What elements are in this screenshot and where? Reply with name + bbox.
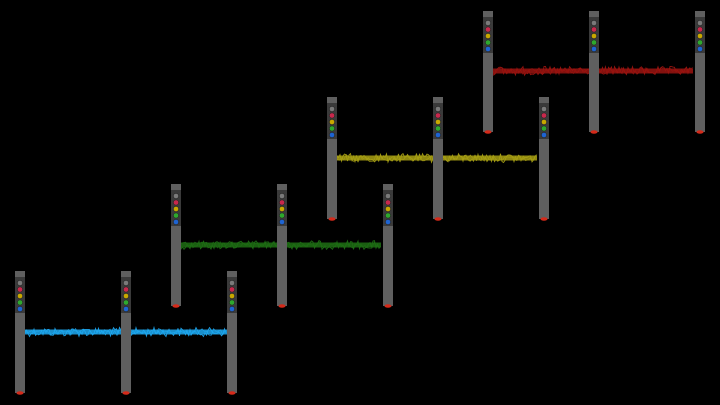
signal-light-3 — [329, 119, 335, 125]
signal-light-4 — [435, 125, 441, 132]
signal-light-5 — [229, 306, 235, 312]
signal-light-3 — [435, 119, 441, 125]
post-foot — [228, 391, 236, 395]
signal-light-2 — [541, 112, 547, 119]
tier-3-post-2 — [433, 97, 443, 221]
post-foot — [484, 130, 492, 134]
signal-light-5 — [435, 132, 441, 138]
signal-light-5 — [329, 132, 335, 138]
signal-light-1 — [385, 193, 391, 199]
tiers-layer — [15, 11, 705, 395]
post-foot — [434, 217, 442, 221]
post-foot — [328, 217, 336, 221]
signal-light-4 — [385, 212, 391, 219]
signal-light-5 — [485, 46, 491, 52]
signal-light-3 — [123, 293, 129, 299]
signal-light-3 — [279, 206, 285, 212]
signal-light-1 — [697, 20, 703, 26]
tier-1 — [15, 271, 237, 395]
signal-light-2 — [173, 199, 179, 206]
signal-light-1 — [123, 280, 129, 286]
signal-light-4 — [123, 299, 129, 306]
signal-light-5 — [541, 132, 547, 138]
signal-light-4 — [279, 212, 285, 219]
signal-light-5 — [17, 306, 23, 312]
signal-light-2 — [485, 26, 491, 33]
signal-light-4 — [485, 39, 491, 46]
signal-light-5 — [123, 306, 129, 312]
signal-light-3 — [591, 33, 597, 39]
signal-light-2 — [697, 26, 703, 33]
tier-2-post-2 — [277, 184, 287, 308]
post-foot — [590, 130, 598, 134]
signal-light-1 — [541, 106, 547, 112]
tier-1-post-2 — [121, 271, 131, 395]
signal-light-4 — [173, 212, 179, 219]
tier-3 — [327, 97, 549, 221]
tier-4-post-1 — [483, 11, 493, 134]
signal-light-2 — [385, 199, 391, 206]
post-foot — [172, 304, 180, 308]
tier-3-post-3 — [539, 97, 549, 221]
signal-light-3 — [697, 33, 703, 39]
signal-light-1 — [485, 20, 491, 26]
signal-light-1 — [173, 193, 179, 199]
tier-1-post-3 — [227, 271, 237, 395]
tier-2-post-3 — [383, 184, 393, 308]
post-foot — [122, 391, 130, 395]
signal-light-5 — [697, 46, 703, 52]
signal-light-4 — [329, 125, 335, 132]
signal-light-3 — [385, 206, 391, 212]
signal-light-1 — [329, 106, 335, 112]
signal-light-2 — [591, 26, 597, 33]
signal-light-2 — [229, 286, 235, 293]
tier-4 — [483, 11, 705, 134]
post-foot — [540, 217, 548, 221]
signal-light-3 — [229, 293, 235, 299]
signal-light-2 — [329, 112, 335, 119]
signal-light-4 — [591, 39, 597, 46]
signal-light-5 — [173, 219, 179, 225]
signal-light-3 — [173, 206, 179, 212]
signal-light-3 — [17, 293, 23, 299]
signal-light-2 — [435, 112, 441, 119]
signal-light-1 — [435, 106, 441, 112]
tier-1-post-1 — [15, 271, 25, 395]
signal-light-1 — [279, 193, 285, 199]
signal-light-2 — [123, 286, 129, 293]
signal-light-4 — [697, 39, 703, 46]
signal-light-4 — [541, 125, 547, 132]
post-foot — [278, 304, 286, 308]
signal-light-4 — [17, 299, 23, 306]
signal-light-2 — [17, 286, 23, 293]
signal-light-5 — [385, 219, 391, 225]
tier-2-post-1 — [171, 184, 181, 308]
signal-light-3 — [541, 119, 547, 125]
tier-4-post-3 — [695, 11, 705, 134]
signal-light-1 — [229, 280, 235, 286]
post-foot — [384, 304, 392, 308]
signal-light-1 — [591, 20, 597, 26]
signal-light-4 — [229, 299, 235, 306]
signal-light-1 — [17, 280, 23, 286]
signal-light-2 — [279, 199, 285, 206]
tier-3-post-1 — [327, 97, 337, 221]
signal-light-5 — [279, 219, 285, 225]
tier-4-post-2 — [589, 11, 599, 134]
post-foot — [16, 391, 24, 395]
tier-2 — [171, 184, 393, 308]
post-foot — [696, 130, 704, 134]
signal-light-5 — [591, 46, 597, 52]
signal-light-3 — [485, 33, 491, 39]
